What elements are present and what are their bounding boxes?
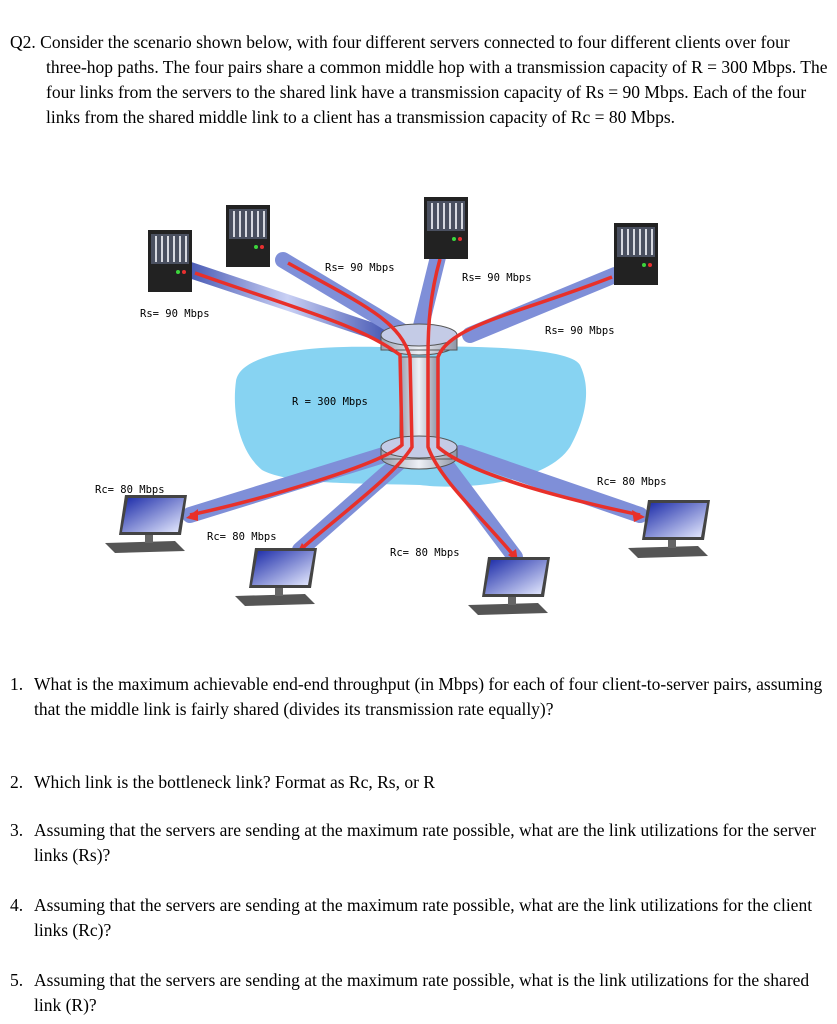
client-computer-icon [468, 557, 550, 615]
sub-question-5: 5. Assuming that the servers are sending… [10, 968, 824, 1017]
sub-question-number: 4. [10, 895, 24, 915]
sub-question-number: 5. [10, 970, 24, 990]
sub-question-number: 1. [10, 674, 24, 694]
client-link-label: Rc= 80 Mbps [207, 531, 277, 543]
sub-question-4: 4. Assuming that the servers are sending… [10, 893, 824, 942]
server-icon [614, 223, 658, 285]
sub-question-text: Assuming that the servers are sending at… [34, 820, 816, 865]
network-diagram: Rs= 90 Mbps Rs= 90 Mbps Rs= 90 Mbps Rs= … [0, 185, 837, 625]
server-links [182, 249, 623, 343]
server-icon [148, 230, 192, 292]
sub-question-text: Assuming that the servers are sending at… [34, 970, 810, 1015]
shared-link-label: R = 300 Mbps [292, 396, 368, 408]
sub-question-number: 2. [10, 772, 24, 792]
server-link-label: Rs= 90 Mbps [545, 325, 615, 337]
server-link-label: Rs= 90 Mbps [140, 308, 210, 320]
sub-question-text: Which link is the bottleneck link? Forma… [34, 772, 435, 792]
client-computer-icon [105, 495, 187, 553]
client-link-label: Rc= 80 Mbps [390, 547, 460, 559]
server-icon [424, 197, 468, 259]
server-icon [226, 205, 270, 267]
server-link-label: Rs= 90 Mbps [462, 272, 532, 284]
client-link-label: Rc= 80 Mbps [597, 476, 667, 488]
sub-question-text: What is the maximum achievable end-end t… [34, 674, 823, 719]
server-link-label: Rs= 90 Mbps [325, 262, 395, 274]
flow-paths [189, 258, 641, 559]
client-computer-icon [235, 548, 317, 606]
client-computer-icon [628, 500, 710, 558]
client-link-label: Rc= 80 Mbps [95, 484, 165, 496]
sub-question-number: 3. [10, 820, 24, 840]
sub-question-text: Assuming that the servers are sending at… [34, 895, 813, 940]
question-intro: Q2. Consider the scenario shown below, w… [10, 30, 830, 130]
question-intro-text: Consider the scenario shown below, with … [40, 32, 828, 127]
sub-question-2: 2. Which link is the bottleneck link? Fo… [10, 770, 824, 795]
sub-question-3: 3. Assuming that the servers are sending… [10, 818, 824, 867]
sub-question-1: 1. What is the maximum achievable end-en… [10, 672, 824, 721]
question-number: Q2. [10, 32, 36, 52]
